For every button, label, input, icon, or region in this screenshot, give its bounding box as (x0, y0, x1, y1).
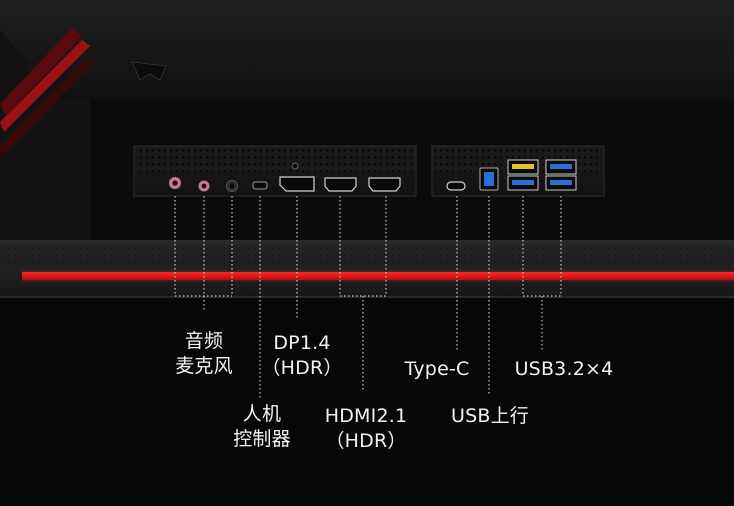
dp-label: DP1.4 （HDR） (256, 331, 348, 381)
controller-label-line-1: 人机 (242, 403, 282, 425)
hdmi-label-line-2: （HDR） (325, 430, 407, 452)
hdmi-label: HDMI2.1 （HDR） (318, 404, 414, 454)
dp-label-line-2: （HDR） (261, 357, 343, 379)
controller-label-line-2: 控制器 (233, 428, 291, 450)
controller-label: 人机 控制器 (226, 402, 298, 452)
type-c-port (446, 181, 466, 191)
usb3-port-1 (507, 159, 539, 175)
vent-grille-left (136, 148, 414, 172)
displayport-port (279, 162, 315, 192)
red-light-glow (22, 270, 734, 282)
usb-upstream-label-line-1: USB上行 (450, 405, 529, 427)
usb3-port-4 (545, 175, 577, 191)
hdmi-port-1 (324, 177, 357, 192)
hdmi-port-2 (368, 177, 401, 192)
audio-mic-label: 音频 麦克风 (170, 329, 238, 379)
stand-red-stripe-2 (0, 40, 90, 132)
type-c-label-line-1: Type-C (404, 358, 470, 380)
type-c-label: Type-C (390, 357, 484, 382)
audio-label-line-1: 音频 (184, 330, 224, 352)
red-light-strip (22, 272, 734, 280)
stand-red-stripe-1 (0, 28, 82, 116)
usb3-port-2 (507, 175, 539, 191)
usb-hub-label-line-1: USB3.2×4 (514, 358, 614, 380)
audio-label-line-2: 麦克风 (175, 355, 233, 377)
stand-red-stripe-3 (0, 58, 92, 156)
controller-port (252, 181, 268, 190)
dp-label-line-1: DP1.4 (273, 332, 331, 354)
usb-upstream-port (479, 167, 499, 191)
usb-hub-label: USB3.2×4 (502, 357, 626, 382)
monitor-back-shell (0, 0, 734, 100)
leader-lines (174, 196, 562, 398)
brand-logo-mark (131, 61, 167, 81)
hdmi-label-line-1: HDMI2.1 (324, 405, 408, 427)
base-slab-texture (0, 244, 734, 266)
monitor-back-shadow (0, 0, 734, 100)
audio-jack-port (169, 177, 238, 192)
usb-upstream-label: USB上行 (438, 404, 542, 429)
usb3-port-3 (545, 159, 577, 175)
